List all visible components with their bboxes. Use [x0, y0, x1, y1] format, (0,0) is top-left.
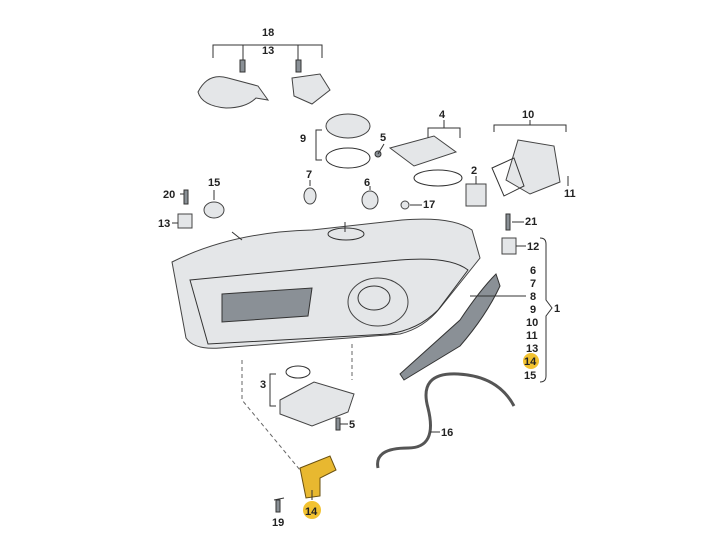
list-item: 8	[530, 291, 536, 303]
highlight-marker	[303, 501, 321, 519]
label-12: 12	[527, 241, 539, 253]
list-item: 9	[530, 304, 536, 316]
label-15-left: 15	[208, 177, 220, 189]
label-5-top: 5	[380, 132, 386, 144]
part-bulb-2: 2	[465, 165, 487, 207]
part-cable-16: 16	[376, 372, 516, 469]
list-item: 7	[530, 278, 536, 290]
label-20: 20	[163, 189, 175, 201]
list-item: 10	[526, 317, 538, 329]
list-item: 13	[526, 343, 538, 355]
list-item-highlighted: 14	[524, 356, 537, 368]
label-17: 17	[423, 199, 435, 211]
label-3: 3	[260, 379, 266, 391]
label-10-top: 10	[522, 109, 534, 121]
label-6-bulb: 6	[364, 177, 370, 189]
part-ring-10: 10 11	[491, 109, 576, 200]
label-5-bottom: 5	[349, 419, 355, 431]
label-2: 2	[471, 165, 477, 177]
label-4: 4	[439, 109, 446, 121]
highlight-marker	[523, 353, 539, 369]
part-left-fasteners: 20 15 13	[158, 177, 225, 230]
label-13-left: 13	[158, 218, 170, 230]
label-13-top: 13	[262, 45, 274, 57]
part-bracket-14: 14 19	[272, 455, 337, 529]
part-group-18: 18 13	[197, 27, 331, 109]
part-bulbs: 7 6 17	[303, 169, 435, 211]
part-module-4: 4 5	[374, 109, 463, 187]
label-19: 19	[272, 517, 284, 529]
label-16: 16	[441, 427, 453, 439]
list-item: 15	[524, 370, 536, 382]
part-cap-9: 9	[300, 113, 371, 169]
part-ballast-3: 3 5	[241, 344, 355, 471]
label-14: 14	[305, 506, 318, 518]
assembly-list: 1 6 7 8 9 10 11 13 14 15	[523, 237, 560, 383]
label-9: 9	[300, 133, 306, 145]
label-1: 1	[554, 303, 560, 315]
label-18: 18	[262, 27, 274, 39]
headlight-housing	[171, 218, 526, 381]
part-right-fasteners: 21 12	[501, 213, 539, 255]
list-item: 6	[530, 265, 536, 277]
label-7: 7	[306, 169, 312, 181]
list-item: 11	[526, 330, 538, 342]
label-11-right: 11	[564, 188, 576, 200]
label-21: 21	[525, 216, 537, 228]
